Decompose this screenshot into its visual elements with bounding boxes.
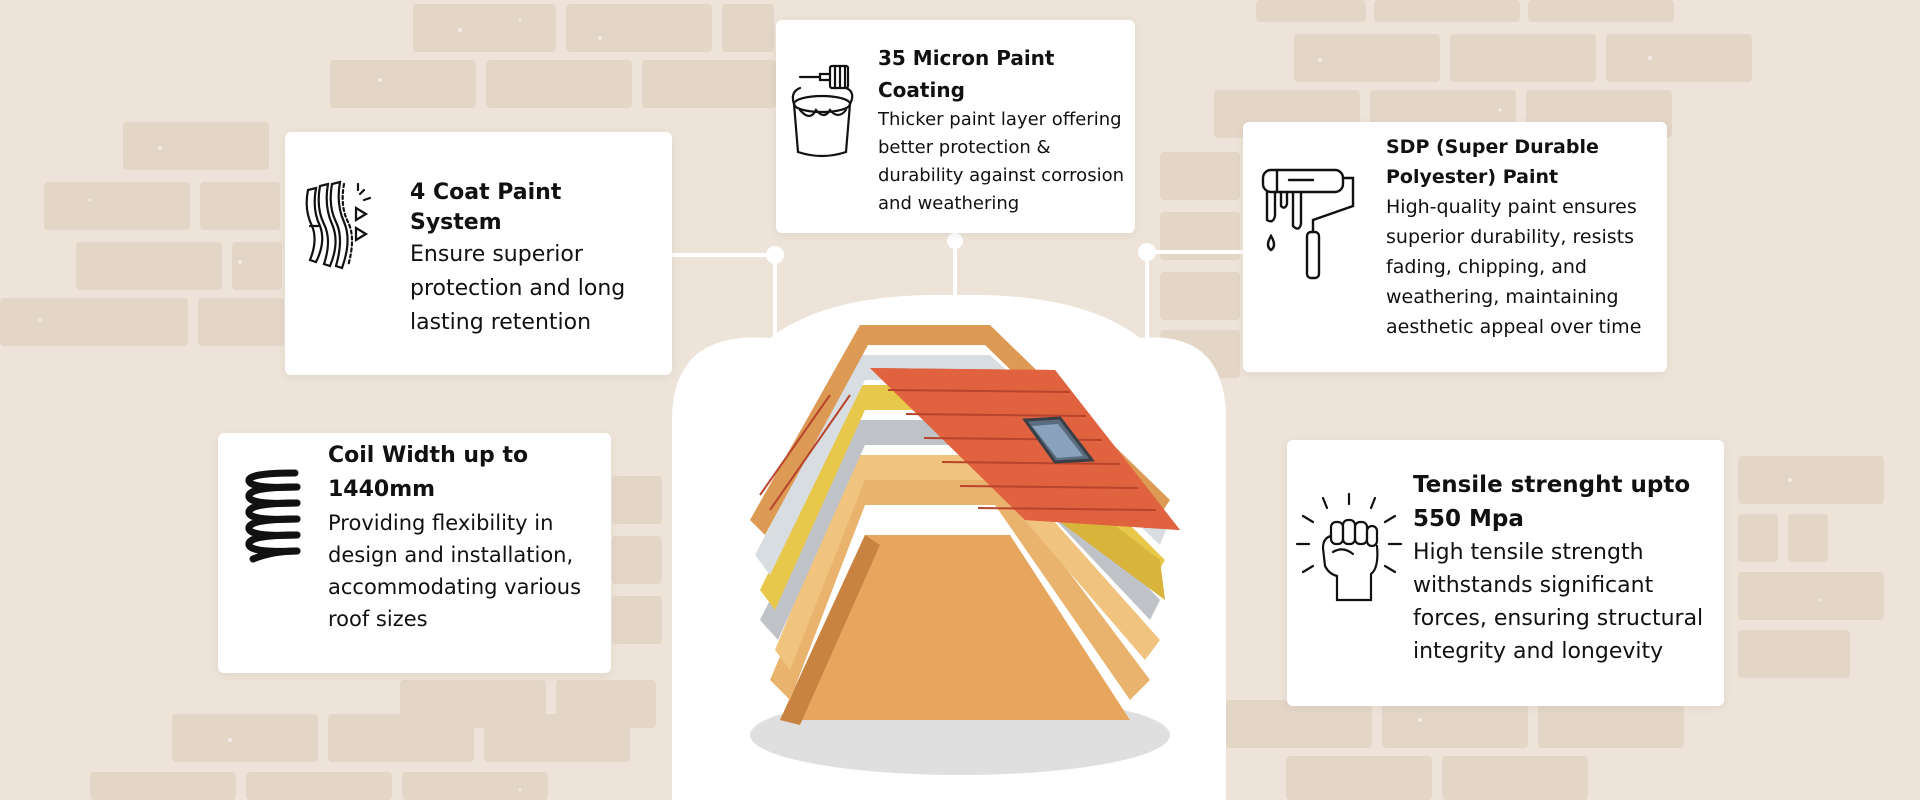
feature-card-paint-system: 4 Coat Paint System Ensure superior prot…	[285, 132, 672, 375]
feature-description: Thicker paint layer offering better prot…	[878, 109, 1124, 214]
feature-card-sdp-paint: SDP (Super Durable Polyester) Paint High…	[1243, 122, 1667, 372]
feature-description: High tensile strength withstands signifi…	[1413, 540, 1704, 664]
paint-roller-icon	[1257, 162, 1363, 290]
feature-title: 4 Coat Paint System	[410, 180, 562, 235]
feature-card-tensile-strength: Tensile strenght upto 550 Mpa High tensi…	[1287, 440, 1724, 706]
coil-spring-icon	[243, 467, 303, 567]
feature-title: Coil Width up to 1440mm	[328, 443, 529, 502]
feature-title: SDP (Super Durable Polyester) Paint	[1386, 136, 1599, 188]
feature-description: Providing flexibility in design and inst…	[328, 511, 582, 631]
feature-title: 35 Micron Paint Coating	[878, 46, 1055, 102]
feature-card-coil-width: Coil Width up to 1440mm Providing flexib…	[218, 433, 611, 673]
raised-fist-icon	[1293, 490, 1405, 610]
feature-card-micron-coating: 35 Micron Paint Coating Thicker paint la…	[776, 20, 1135, 233]
feature-description: Ensure superior protection and long last…	[410, 242, 626, 335]
paint-bucket-brush-icon	[790, 62, 860, 162]
feature-title: Tensile strenght upto 550 Mpa	[1413, 472, 1691, 532]
feature-description: High-quality paint ensures superior dura…	[1386, 196, 1642, 338]
paint-layers-icon	[302, 180, 374, 276]
